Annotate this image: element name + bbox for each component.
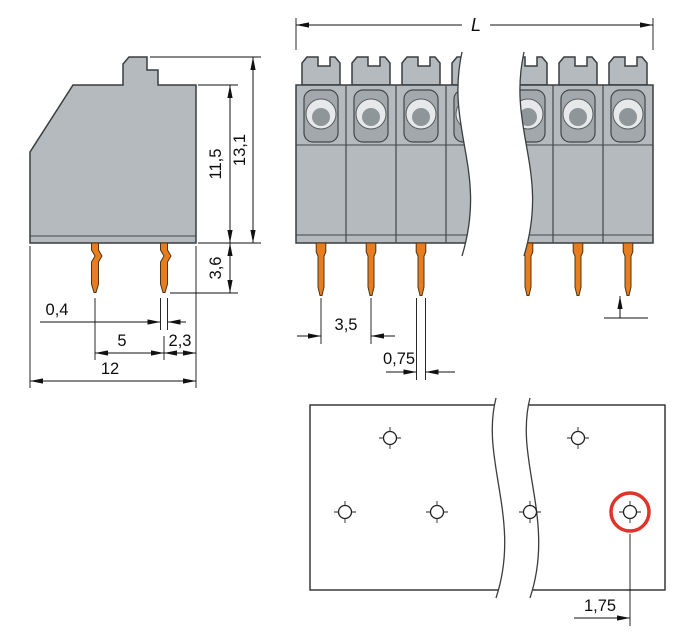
- dim-label-front-pin-width: 0,75: [383, 350, 415, 368]
- dim-label-total-height: 13,1: [231, 134, 249, 166]
- latch-tab: [558, 56, 598, 86]
- dim-label-pin-pitch: 5: [117, 332, 126, 350]
- dim-label-body-height: 11,5: [207, 149, 225, 180]
- solder-pin: [315, 242, 327, 296]
- dim-label-pin-to-edge: 2,3: [169, 332, 192, 350]
- latch-tab: [301, 56, 341, 86]
- highlight-circle: [609, 491, 651, 533]
- drill-hole: [519, 501, 541, 523]
- pcb-dimensions: 1,75: [574, 534, 631, 626]
- latch-tab: [401, 56, 441, 86]
- pcb-board-left: [309, 404, 513, 591]
- drill-hole: [379, 427, 401, 449]
- dim-label-total-width: 12: [101, 360, 119, 378]
- break-lines: [491, 397, 540, 599]
- latch-tab: [351, 56, 391, 86]
- drill-hole: [567, 427, 589, 449]
- side-view-dimensions: 11,5 13,1 3,6 0,4 5 2,3 12: [29, 56, 261, 388]
- latch-tab: [608, 56, 648, 86]
- pcb-view: 1,75: [309, 397, 666, 626]
- break-lines: [457, 51, 534, 257]
- side-view: 11,5 13,1 3,6 0,4 5 2,3 12: [29, 56, 261, 388]
- terminal-body-side: [29, 56, 197, 244]
- front-view: L 3,5 0,75: [295, 15, 654, 380]
- drill-hole: [619, 501, 641, 523]
- solder-pin: [622, 242, 634, 296]
- drill-hole: [426, 501, 448, 523]
- solder-pin: [365, 242, 377, 296]
- dim-label-pin-length: 3,6: [207, 257, 225, 280]
- solder-pin: [160, 242, 172, 293]
- dim-label-pitch: 3,5: [335, 316, 358, 334]
- front-view-dimensions: L 3,5 0,75: [295, 15, 654, 380]
- dim-label-length: L: [471, 15, 481, 35]
- solder-pin: [572, 242, 584, 296]
- dim-label-pin-width: 0,4: [46, 301, 69, 319]
- solder-pin: [91, 242, 103, 293]
- dim-label-hole-offset: 1,75: [584, 597, 616, 615]
- solder-pin: [415, 242, 427, 296]
- drill-hole: [334, 501, 356, 523]
